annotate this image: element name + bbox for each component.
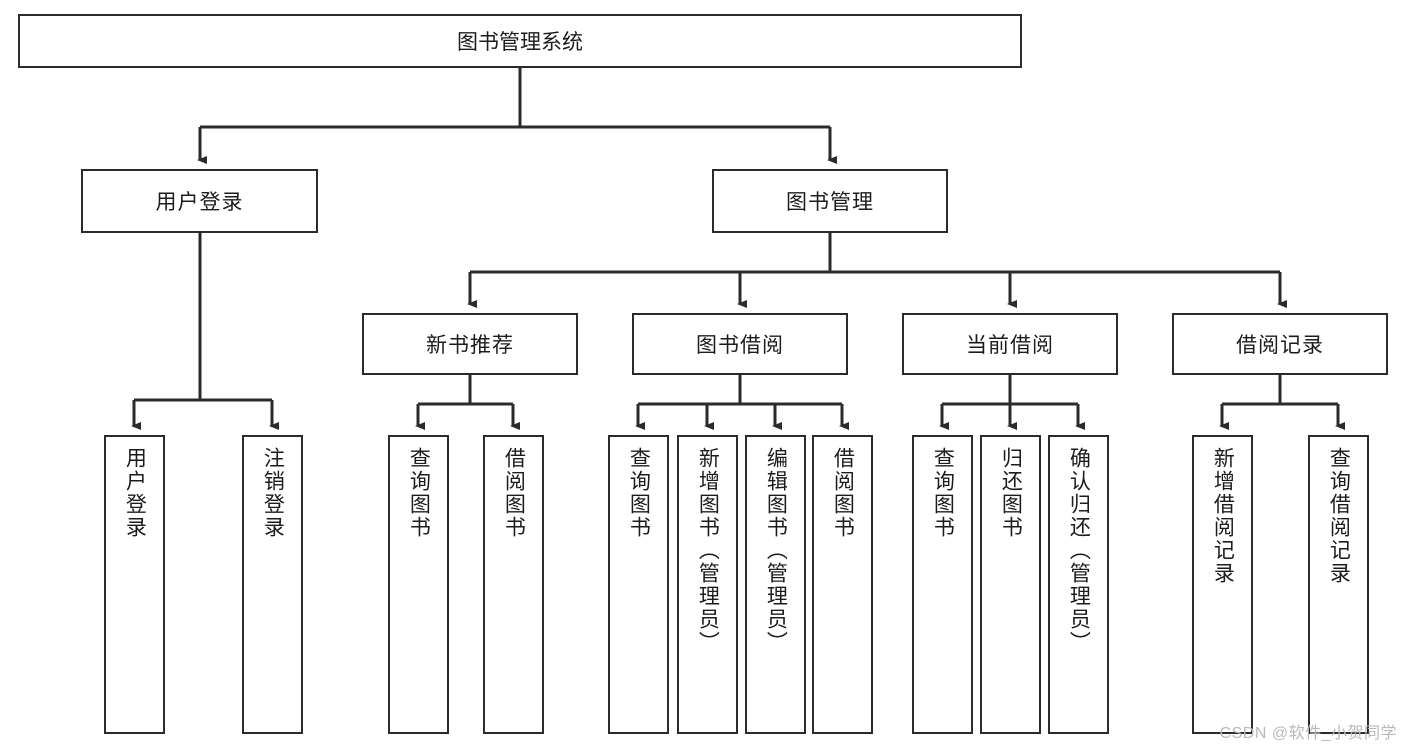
leaf-label: 编辑图书（管理员）	[764, 447, 788, 654]
leaf-label: 查询图书	[407, 447, 431, 539]
leaf-label: 借阅图书	[831, 447, 855, 539]
leaf-record-add-record[interactable]: 新增借阅记录	[1192, 435, 1253, 734]
leaf-record-query-record[interactable]: 查询借阅记录	[1308, 435, 1369, 734]
leaf-current-query-book[interactable]: 查询图书	[912, 435, 973, 734]
leaf-label: 归还图书	[999, 447, 1023, 539]
node-new-book-recommend[interactable]: 新书推荐	[362, 313, 578, 375]
node-label: 当前借阅	[966, 334, 1054, 357]
leaf-label: 查询借阅记录	[1327, 447, 1351, 585]
leaf-user-login-login[interactable]: 用户登录	[104, 435, 165, 734]
leaf-recommend-borrow-book[interactable]: 借阅图书	[483, 435, 544, 734]
node-user-login[interactable]: 用户登录	[81, 169, 318, 233]
node-label: 用户登录	[155, 191, 244, 214]
leaf-borrow-edit-book-admin[interactable]: 编辑图书（管理员）	[745, 435, 806, 734]
node-root-system[interactable]: 图书管理系统	[18, 14, 1022, 68]
leaf-borrow-borrow-book[interactable]: 借阅图书	[812, 435, 873, 734]
leaf-label: 查询图书	[931, 447, 955, 539]
leaf-label: 借阅图书	[502, 447, 526, 539]
leaf-label: 查询图书	[627, 447, 651, 539]
node-label: 图书借阅	[696, 334, 784, 357]
leaf-label: 新增图书（管理员）	[696, 447, 720, 654]
node-label: 借阅记录	[1236, 334, 1324, 357]
watermark-text: CSDN @软件_小贺同学	[1219, 725, 1397, 742]
leaf-label: 用户登录	[123, 447, 147, 539]
node-book-borrow[interactable]: 图书借阅	[632, 313, 848, 375]
node-borrow-record[interactable]: 借阅记录	[1172, 313, 1388, 375]
node-label: 图书管理系统	[457, 31, 583, 54]
leaf-label: 新增借阅记录	[1211, 447, 1235, 585]
node-book-management[interactable]: 图书管理	[712, 169, 948, 233]
leaf-recommend-query-book[interactable]: 查询图书	[388, 435, 449, 734]
leaf-label: 确认归还（管理员）	[1067, 447, 1091, 654]
leaf-user-login-logout[interactable]: 注销登录	[242, 435, 303, 734]
leaf-label: 注销登录	[261, 447, 285, 539]
node-label: 新书推荐	[426, 334, 514, 357]
leaf-borrow-query-book[interactable]: 查询图书	[608, 435, 669, 734]
node-label: 图书管理	[786, 191, 874, 214]
leaf-current-return-book[interactable]: 归还图书	[980, 435, 1041, 734]
node-current-borrow[interactable]: 当前借阅	[902, 313, 1118, 375]
leaf-borrow-add-book-admin[interactable]: 新增图书（管理员）	[677, 435, 738, 734]
leaf-current-confirm-return-admin[interactable]: 确认归还（管理员）	[1048, 435, 1109, 734]
